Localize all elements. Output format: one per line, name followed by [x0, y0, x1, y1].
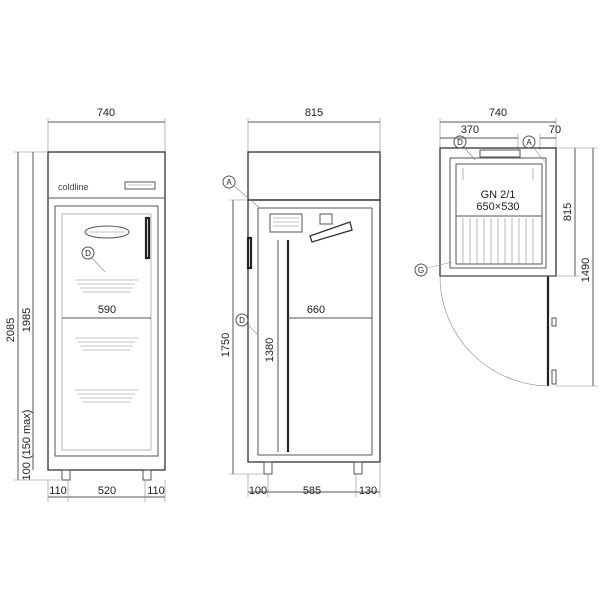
front-cabinet — [47, 151, 166, 471]
door-swing-arc — [439, 275, 549, 387]
side-foot-left — [263, 461, 273, 475]
total-height-label: 2085 — [5, 318, 17, 342]
door-swing-label: 1490 — [580, 258, 592, 282]
foot-right — [142, 469, 152, 481]
gn-size: 650×530 — [476, 201, 519, 213]
evaporator-fan — [84, 225, 130, 239]
callout-a — [222, 175, 236, 189]
inner-width-label: 520 — [98, 485, 116, 497]
body-height-label: 1985 — [21, 308, 33, 332]
interior-height-label: 1380 — [264, 338, 276, 362]
side-foot-right — [353, 461, 363, 475]
door-handle — [144, 216, 151, 260]
top-callout-d — [453, 135, 467, 149]
callout-d-side — [235, 313, 249, 327]
gn-tray — [455, 163, 543, 265]
side-dim-left-label: 100 — [249, 485, 267, 497]
side-depth-label: 815 — [305, 107, 323, 119]
brand-logo: coldline — [58, 182, 89, 192]
glass-door — [54, 205, 159, 457]
control-panel — [124, 181, 156, 190]
side-height-label: 1750 — [220, 333, 232, 357]
top-callout-a — [522, 135, 536, 149]
top-callout-a-label: A — [526, 138, 532, 147]
top-door-handle — [551, 369, 557, 385]
side-cabinet — [247, 199, 381, 463]
top-fan-housing — [479, 149, 521, 158]
side-dim-middle-label: 585 — [303, 485, 321, 497]
side-view: 815 660 1380 A D 175 — [220, 107, 381, 497]
evaporator-coil — [269, 213, 303, 233]
callout-d-label: D — [85, 249, 91, 258]
refrigeration-unit — [247, 151, 381, 201]
callout-d-side-label: D — [239, 316, 245, 325]
top-width-label: 740 — [489, 107, 507, 119]
top-callout-g-label: G — [418, 266, 424, 275]
foot-left — [61, 469, 71, 481]
tray-grid — [462, 168, 534, 264]
shelf-width-label: 590 — [98, 304, 116, 316]
vent-slots — [75, 279, 138, 403]
top-callout-g — [414, 263, 428, 277]
interior-depth-label: 660 — [307, 304, 325, 316]
front-view: 740 coldline 590 D 2085 — [5, 107, 166, 502]
top-callout-d-label: D — [457, 138, 463, 147]
side-right-label: 110 — [147, 485, 165, 497]
gn-label: GN 2/1 — [481, 189, 516, 201]
side-door-handle — [246, 236, 253, 270]
side-dim-right-label: 130 — [359, 485, 377, 497]
callout-d — [81, 246, 95, 260]
side-left-label: 110 — [49, 485, 67, 497]
evaporator-fan-side — [309, 221, 353, 243]
top-dim-right-label: 70 — [549, 124, 561, 136]
top-dim-left-label: 370 — [461, 124, 479, 136]
callout-a-label: A — [226, 178, 232, 187]
top-depth-label: 815 — [562, 203, 574, 221]
front-width-label: 740 — [97, 107, 115, 119]
top-view: 740 370 70 GN 2/1 650×530 D A G — [414, 107, 598, 387]
foot-height-label: 100 (150 max) — [21, 410, 33, 481]
